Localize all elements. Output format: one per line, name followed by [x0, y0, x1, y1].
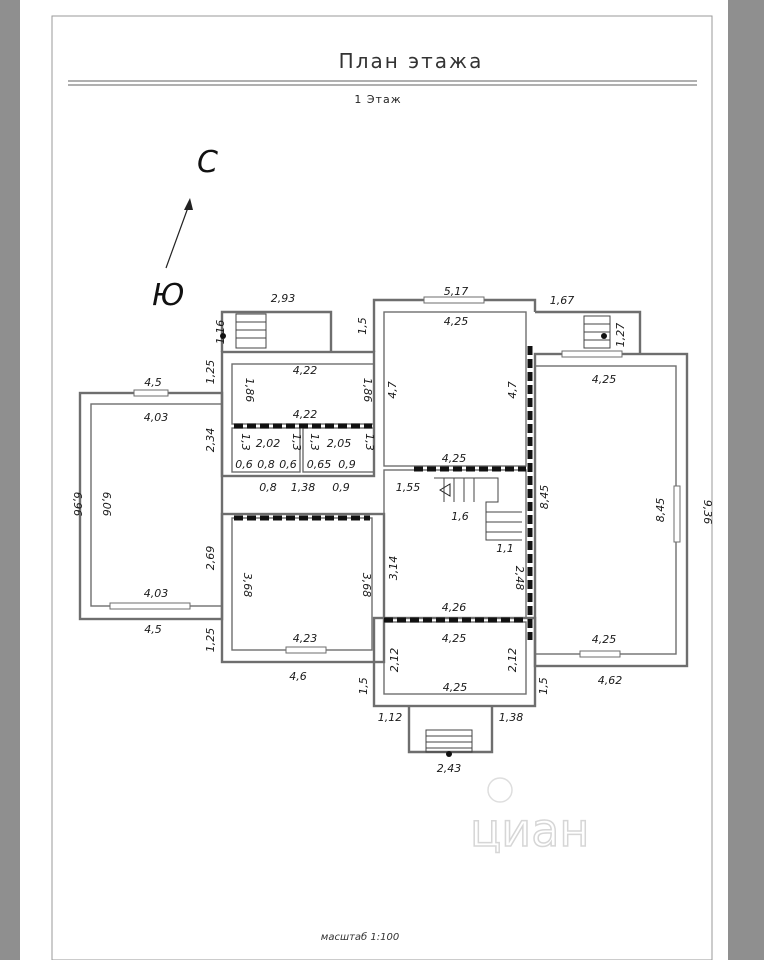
- dim-room-b-outer-bottom: 4,6: [289, 670, 307, 683]
- dim-door-seg-1: 0,6: [235, 458, 253, 471]
- stair-bottom-porch: [425, 729, 473, 757]
- dim-right-room-inner-bottom: 4,25: [592, 633, 617, 646]
- windows: [109, 296, 681, 658]
- scale-label: масштаб 1:100: [321, 931, 399, 943]
- dim-door-seg-5: 0,9: [338, 458, 356, 471]
- dim-corridor-right: 2,48: [513, 566, 526, 591]
- dim-right-wing-offset: 8,45: [538, 485, 551, 510]
- dim-door-seg-2: 0,8: [257, 458, 275, 471]
- dim-top-center-inner: 4,25: [444, 315, 469, 328]
- dim-porch-bottom-width: 2,43: [437, 762, 462, 775]
- window-top-room: [423, 296, 485, 304]
- dim-top-center-right: 4,7: [506, 381, 519, 399]
- dim-bottom-seg-2: 1,38: [291, 481, 316, 494]
- dim-room-b-inner-bottom: 4,23: [293, 632, 318, 645]
- stairs: [220, 313, 611, 757]
- compass-rose: С Ю: [152, 145, 218, 313]
- dim-bottom-room-outer-top: 4,26: [442, 601, 467, 614]
- wall-right-porch: [535, 310, 642, 354]
- stair-interior: [434, 477, 522, 541]
- dim-corridor-height: 3,14: [387, 556, 400, 581]
- sheet-border: [51, 15, 713, 960]
- dim-porch-right-gap: 1,67: [550, 294, 575, 307]
- compass-north-label: С: [197, 145, 218, 180]
- dim-bottom-seg-3: 0,9: [332, 481, 350, 494]
- dim-wc1-h-right: 1,3: [290, 433, 303, 451]
- dim-hall-width: 4,25: [442, 452, 467, 465]
- dim-right-room-outer-bottom: 4,62: [598, 674, 623, 687]
- dim-left-room-outer-top: 4,5: [144, 376, 162, 389]
- entry-marker-icon: [446, 751, 452, 757]
- dim-room-a-left: 1,86: [243, 378, 256, 403]
- window-left-room-top: [133, 389, 169, 397]
- floor-label: 1 Этаж: [354, 93, 401, 106]
- window-right-room-side: [673, 485, 681, 543]
- dim-bottom-room-inner-top: 4,25: [442, 632, 467, 645]
- dim-bottom-seg-1: 0,8: [259, 481, 277, 494]
- entry-marker-icon: [601, 333, 607, 339]
- plan-title: План этажа: [339, 49, 484, 73]
- dim-left-side-upper: 2,34: [204, 428, 217, 453]
- dim-stair-width: 1,6: [451, 510, 469, 523]
- window-left-room-bottom: [109, 602, 191, 610]
- dim-door-seg-3: 0,6: [279, 458, 297, 471]
- compass-arrow-icon: [165, 201, 191, 269]
- dim-bottom-room-right: 2,12: [506, 648, 519, 673]
- dim-right-room-inner-height: 8,45: [654, 498, 667, 523]
- stair-arrow-icon: [439, 483, 451, 497]
- dim-left-side-lower: 2,69: [204, 546, 217, 571]
- dim-left-room-inner-height: 6,06: [100, 492, 113, 517]
- dim-bottom-left-offset: 1,5: [357, 677, 370, 695]
- watermark-icon: [487, 777, 513, 803]
- dim-wc1-width: 2,02: [256, 437, 281, 450]
- dim-porch-bottom-right: 1,38: [499, 711, 524, 724]
- stair-left-porch: [220, 313, 267, 349]
- dim-left-room-outer-bottom: 4,5: [144, 623, 162, 636]
- dim-bottom-room-bottom: 4,25: [443, 681, 468, 694]
- wall-left-porch: [220, 310, 333, 352]
- dim-left-link-1: 1,25: [204, 360, 217, 385]
- dim-porch-left-width: 2,93: [271, 292, 296, 305]
- window-right-room-top: [561, 350, 623, 358]
- dim-room-a-bottom: 4,22: [293, 408, 318, 421]
- dim-top-center-outer: 5,17: [444, 285, 469, 298]
- dim-porch-right-height: 1,27: [614, 323, 627, 348]
- window-room-b: [285, 646, 327, 654]
- wall-room-b-outer: [220, 512, 386, 664]
- sheet-paper: [20, 0, 728, 960]
- dim-left-room-outer-height: 6,96: [71, 492, 84, 517]
- compass-arrowhead-icon: [184, 198, 193, 210]
- dim-wc2-width: 2,05: [327, 437, 352, 450]
- dim-door-seg-4: 0,65: [307, 458, 332, 471]
- dim-wc2-h-right: 1,3: [363, 433, 376, 451]
- dimension-labels: 2,93 1,16 1,25 4,22 1,86 1,86 4,22 1,3 2…: [71, 285, 714, 775]
- dim-left-room-inner-bottom: 4,03: [144, 587, 169, 600]
- window-right-room-bottom: [579, 650, 621, 658]
- dim-porch-left-height: 1,16: [214, 320, 227, 345]
- dim-bottom-right-offset: 1,5: [537, 677, 550, 695]
- dim-left-room-inner-top: 4,03: [144, 411, 169, 424]
- watermark-logo: циан: [470, 803, 589, 857]
- stair-right-porch: [583, 315, 611, 349]
- dim-top-center-left: 4,7: [386, 381, 399, 399]
- compass-south-label: Ю: [152, 278, 184, 313]
- dim-right-room-outer-height: 9,36: [701, 500, 714, 525]
- bearing-walls: [234, 346, 533, 640]
- wall-top-room-inner: [383, 311, 527, 467]
- dim-room-b-right: 3,68: [360, 573, 373, 598]
- dim-right-room-inner-top: 4,25: [592, 373, 617, 386]
- dim-room-a-top: 4,22: [293, 364, 318, 377]
- entry-marker-icon: [220, 333, 226, 339]
- dim-wc2-h-left: 1,3: [308, 433, 321, 451]
- dim-corridor-top-offset: 1,55: [396, 481, 421, 494]
- dim-room-a-right: 1,86: [361, 378, 374, 403]
- dim-room-b-left: 3,68: [241, 573, 254, 598]
- dim-bottom-room-left: 2,12: [388, 648, 401, 673]
- dim-wc1-h-left: 1,3: [239, 433, 252, 451]
- dim-left-link-2: 1,25: [204, 628, 217, 653]
- dim-top-center-offset: 1,5: [356, 317, 369, 335]
- dim-porch-bottom-left: 1,12: [378, 711, 403, 724]
- dim-stair-run: 1,1: [496, 542, 514, 555]
